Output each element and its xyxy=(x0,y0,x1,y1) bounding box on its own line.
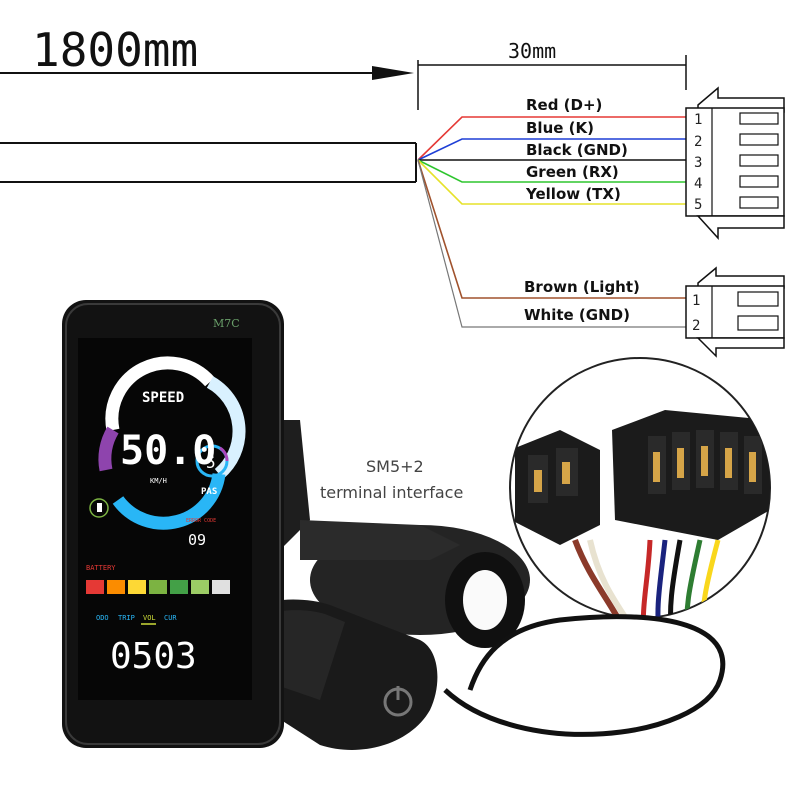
pin-5: 5 xyxy=(694,197,702,213)
speed-unit: KM/H xyxy=(150,477,167,485)
headlight-icon-body xyxy=(97,503,102,512)
wire-white xyxy=(417,159,686,328)
light-pin-2: 2 xyxy=(692,318,700,334)
speed-value: 50.0 xyxy=(120,428,216,474)
wire-label-yellow: Yellow (TX) xyxy=(525,185,621,203)
two-pin-connector: 1 2 xyxy=(685,266,785,358)
display-unit: M7C SPEED 50.0 KM/H 5 PAS ERROR CODE 09 … xyxy=(62,300,284,748)
battery-segment xyxy=(86,580,104,594)
error-code-value: 09 xyxy=(188,531,206,549)
wire-label-green: Green (RX) xyxy=(526,163,619,181)
light-pin-1: 1 xyxy=(692,293,700,309)
battery-segment xyxy=(212,580,230,594)
wire-blue xyxy=(417,138,686,161)
battery-gauge xyxy=(86,580,230,594)
pas-label: PAS xyxy=(201,487,217,497)
model-label: M7C xyxy=(213,317,240,330)
pin-4: 4 xyxy=(694,176,702,192)
mode-vol: VOL xyxy=(143,614,156,622)
mode-odo: ODO xyxy=(96,614,109,622)
caption-line1: SM5+2 xyxy=(366,457,424,476)
wire-label-red: Red (D+) xyxy=(526,96,602,114)
main-wires xyxy=(417,116,686,328)
pin-2: 2 xyxy=(694,134,702,150)
cable xyxy=(0,55,687,183)
remote-cable xyxy=(443,614,726,737)
mode-cur: CUR xyxy=(164,614,177,622)
battery-label: BATTERY xyxy=(86,564,116,572)
error-code-label: ERROR CODE xyxy=(186,518,216,524)
wire-label-black: Black (GND) xyxy=(526,141,628,159)
mode-value: 0503 xyxy=(110,636,197,677)
caption-line2: terminal interface xyxy=(320,483,463,502)
headlight-icon xyxy=(89,498,109,518)
mode-trip: TRIP xyxy=(118,614,135,622)
battery-segment xyxy=(170,580,188,594)
pin-1: 1 xyxy=(694,112,702,128)
wire-yellow xyxy=(417,159,686,205)
wire-label-white: White (GND) xyxy=(524,306,630,324)
speed-label: SPEED xyxy=(142,390,184,406)
battery-segment xyxy=(128,580,146,594)
wire-brown xyxy=(417,159,686,299)
pas-value: 5 xyxy=(206,453,216,472)
lead-length-label: 30mm xyxy=(508,39,556,63)
five-pin-connector: 1 2 3 4 5 xyxy=(685,86,785,240)
wire-label-brown: Brown (Light) xyxy=(524,278,640,296)
wire-label-blue: Blue (K) xyxy=(526,119,594,137)
cable-length-label: 1800mm xyxy=(32,23,198,77)
wire-green xyxy=(417,159,686,183)
battery-segment xyxy=(191,580,209,594)
battery-segment xyxy=(149,580,167,594)
wire-red xyxy=(417,116,686,161)
main-wire-labels: Red (D+) Blue (K) Black (GND) Green (RX)… xyxy=(525,96,628,203)
connector-photo xyxy=(509,357,771,619)
battery-segment xyxy=(107,580,125,594)
pin-3: 3 xyxy=(694,155,702,171)
